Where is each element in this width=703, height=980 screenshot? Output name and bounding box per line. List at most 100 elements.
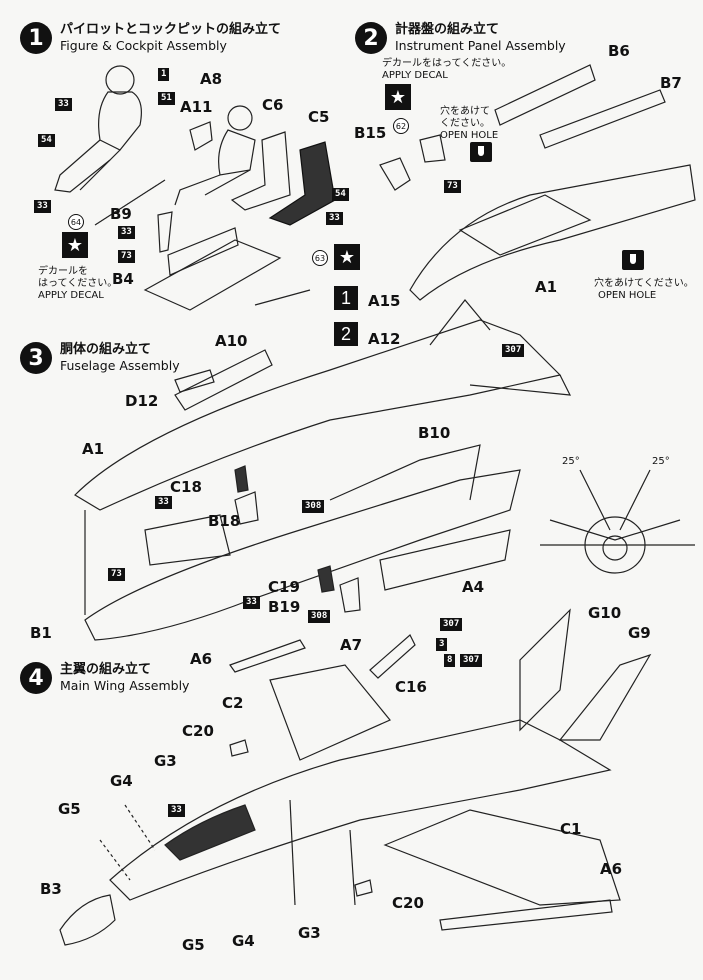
label-a6-top: A6: [190, 650, 213, 668]
decal-note-jp-b: はってください。: [38, 278, 118, 289]
decal-badge-307: 307: [440, 618, 463, 631]
label-a1-step2: A1: [535, 278, 558, 296]
step-2-number: 2: [355, 22, 387, 54]
label-g4-top: G4: [110, 772, 133, 790]
decal-note-jp-a: デカールを: [38, 266, 88, 277]
decal-badge-308: 308: [302, 500, 325, 513]
step-2-title: 2 計器盤の組み立て Instrument Panel Assembly: [355, 22, 566, 54]
front-view-drawing: [540, 469, 695, 574]
decal-note-2: デカールをはってください。 APPLY DECAL: [382, 58, 511, 82]
decal-note-en: APPLY DECAL: [38, 290, 104, 301]
label-g3-top: G3: [154, 752, 177, 770]
missile-a6-bottom: [439, 899, 613, 931]
label-g3-bottom: G3: [298, 924, 321, 942]
decal-badge-3: 3: [436, 638, 448, 651]
label-g4-bottom: G4: [232, 932, 255, 950]
fuselage-bottom-b1: [84, 444, 521, 641]
step-2-jp: 計器盤の組み立て: [395, 22, 500, 37]
label-a4: A4: [462, 578, 485, 596]
label-c1: C1: [560, 820, 582, 838]
ejection-seat-c6: [230, 131, 291, 211]
step-4-en: Main Wing Assembly: [60, 678, 190, 693]
ejection-seat-c5: [268, 141, 336, 226]
decal-badge-33: 33: [155, 496, 172, 509]
angle-right: 25°: [652, 456, 670, 467]
decal-badge-33: 33: [168, 804, 185, 817]
part-a4: [379, 529, 511, 591]
forward-fuselage-a1-top: [409, 164, 696, 301]
control-stick: [157, 211, 173, 253]
step-1-en: Figure & Cockpit Assembly: [60, 38, 227, 53]
hole-note-en: OPEN HOLE: [440, 130, 499, 141]
hole-note-2-en: OPEN HOLE: [598, 290, 657, 301]
label-c18: C18: [170, 478, 202, 496]
label-a1-step3: A1: [82, 440, 105, 458]
step-2-en: Instrument Panel Assembly: [395, 38, 566, 53]
hole-note-jp-b: ください。: [440, 118, 490, 129]
label-c20-bottom: C20: [392, 894, 424, 912]
decal-badge-33: 33: [326, 212, 343, 225]
label-b1: B1: [30, 624, 52, 642]
label-g5-bottom: G5: [182, 936, 205, 954]
hole-note-jp: 穴をあけて: [440, 106, 490, 117]
part-d12: [174, 369, 215, 393]
step-1-title: 1 パイロットとコックピットの組み立て Figure & Cockpit Ass…: [20, 22, 281, 54]
label-a7: A7: [340, 636, 363, 654]
decal-star-icon: ★: [62, 232, 88, 258]
decal-note-2-en: APPLY DECAL: [382, 70, 448, 81]
label-c2: C2: [222, 694, 244, 712]
panel-b15: [379, 157, 411, 191]
label-b4: B4: [112, 270, 134, 288]
decal-badge-33: 33: [34, 200, 51, 213]
label-c5: C5: [308, 108, 330, 126]
decal-badge-54: 54: [332, 188, 349, 201]
step-1-number: 1: [20, 22, 52, 54]
label-a12: A12: [368, 330, 401, 348]
step-4-jp: 主翼の組み立て: [60, 662, 152, 677]
label-c20-top: C20: [182, 722, 214, 740]
decal-badge-73: 73: [444, 180, 461, 193]
seat-mark-2: 2: [334, 322, 358, 346]
decal-badge-307: 307: [502, 344, 525, 357]
decal-badge-63: 63: [312, 250, 328, 266]
canopy-part: [174, 349, 273, 411]
vertical-tail-g10: [519, 608, 571, 732]
label-b18: B18: [208, 512, 241, 530]
decal-badge-51: 51: [158, 92, 175, 105]
hole-note-1: 穴をあけて ください。 OPEN HOLE: [440, 106, 498, 142]
step-3-number: 3: [20, 342, 52, 374]
missile-a6-top: [229, 639, 306, 673]
cockpit-tub-b4: [143, 227, 282, 311]
panel-b7: [539, 89, 666, 149]
seated-pilot-drawing: [174, 105, 256, 206]
decal-badge-33: 33: [55, 98, 72, 111]
cockpit-assembly: [144, 514, 231, 566]
label-c16: C16: [395, 678, 427, 696]
decal-badge-308: 308: [308, 610, 331, 623]
arm-part: [189, 121, 213, 151]
hole-note-2-jp: 穴をあけてください。: [594, 278, 694, 289]
wing-c1: [383, 809, 621, 906]
step-4-number: 4: [20, 662, 52, 694]
label-a10: A10: [215, 332, 248, 350]
angle-left: 25°: [562, 456, 580, 467]
hole-note-2: 穴をあけてください。 OPEN HOLE: [594, 278, 694, 302]
decal-badge-54: 54: [38, 134, 55, 147]
decal-star-icon: ★: [385, 84, 411, 110]
label-c6: C6: [262, 96, 284, 114]
step-1-jp: パイロットとコックピットの組み立て: [60, 22, 282, 37]
label-g9: G9: [628, 624, 651, 642]
label-a11: A11: [180, 98, 213, 116]
label-b15: B15: [354, 124, 387, 142]
label-b10: B10: [418, 424, 451, 442]
decal-note-1: デカールを はってください。 APPLY DECAL: [38, 266, 117, 302]
decal-badge-33: 33: [243, 596, 260, 609]
nose-cone-b3: [59, 894, 116, 946]
decal-badge-8: 8: [444, 654, 456, 667]
pilot-figure-drawing: [54, 65, 142, 193]
decal-badge-62: 62: [393, 118, 409, 134]
step-4-title: 4 主翼の組み立て Main Wing Assembly: [20, 662, 189, 694]
label-a6-bottom: A6: [600, 860, 623, 878]
